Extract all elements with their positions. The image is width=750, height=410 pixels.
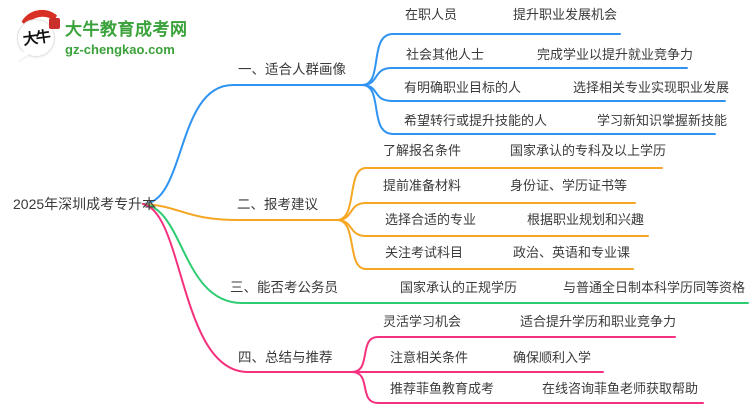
item-label: 了解报名条件 (383, 143, 462, 158)
branch-3-title: 三、能否考公务员 (230, 280, 338, 295)
branch-1-title: 一、适合人群画像 (238, 62, 346, 77)
logo-red-seal-icon (49, 18, 60, 29)
branch-3-lines (142, 203, 749, 304)
branch-4-lines (142, 203, 704, 404)
item-label: 注意相关条件 (390, 350, 469, 365)
item-desc: 选择相关专业实现职业发展 (573, 80, 730, 95)
item-desc: 国家承认的专科及以上学历 (510, 143, 667, 158)
branch-4-title: 四、总结与推荐 (238, 350, 333, 365)
item-label: 希望转行或提升技能的人 (404, 113, 548, 128)
item-label: 社会其他人士 (406, 47, 485, 62)
logo-characters: 大牛 (21, 27, 51, 49)
item-label: 推荐菲鱼教育成考 (390, 381, 495, 396)
item-desc: 在线咨询菲鱼老师获取帮助 (542, 381, 699, 396)
branch-2-lines (142, 167, 663, 270)
item-label: 国家承认的正规学历 (400, 280, 518, 295)
item-label: 在职人员 (405, 7, 458, 22)
item-desc: 提升职业发展机会 (513, 7, 618, 22)
root-node: 2025年深圳成考专升本 (13, 196, 157, 212)
item-desc: 与普通全日制本科学历同等资格 (563, 280, 746, 295)
item-desc: 适合提升学历和职业竞争力 (520, 314, 677, 329)
item-label: 有明确职业目标的人 (404, 80, 522, 95)
item-desc: 学习新知识掌握新技能 (597, 113, 728, 128)
site-logo: 大牛 大牛教育成考网 gz-chengkao.com (14, 6, 188, 63)
logo-text-block: 大牛教育成考网 gz-chengkao.com (65, 9, 188, 57)
item-desc: 完成学业以提升就业竞争力 (537, 47, 694, 62)
item-label: 选择合适的专业 (385, 212, 477, 227)
site-domain: gz-chengkao.com (65, 42, 175, 57)
daniu-logo-icon: 大牛 (14, 6, 66, 63)
logo-bubble-tail (19, 51, 31, 63)
item-label: 提前准备材料 (383, 178, 462, 193)
logo-bubble: 大牛 (17, 19, 55, 57)
item-desc: 确保顺利入学 (513, 350, 592, 365)
item-desc: 政治、英语和专业课 (513, 245, 631, 260)
item-label: 灵活学习机会 (383, 314, 462, 329)
branch-2-title: 二、报考建议 (237, 197, 318, 212)
item-desc: 身份证、学历证书等 (510, 178, 628, 193)
site-name: 大牛教育成考网 (65, 20, 188, 39)
item-label: 关注考试科目 (385, 245, 464, 260)
item-desc: 根据职业规划和兴趣 (527, 212, 645, 227)
branch-1-lines (142, 33, 726, 205)
